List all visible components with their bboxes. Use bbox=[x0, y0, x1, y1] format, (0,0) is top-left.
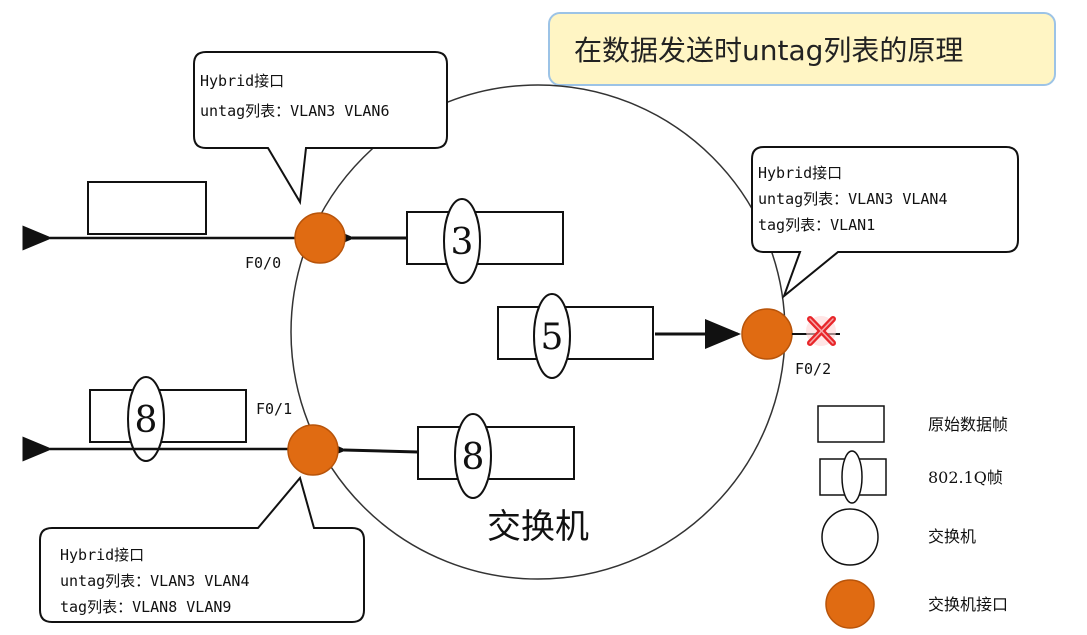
legend-port-swatch bbox=[825, 579, 875, 629]
arrow-in-f01 bbox=[310, 434, 419, 465]
diagram-title: 在数据发送时untag列表的原理 bbox=[548, 12, 1056, 86]
vlan-tag-3 bbox=[443, 198, 481, 284]
vlan-tag-5-label: 5 bbox=[541, 317, 564, 358]
legend-switch-label: 交换机 bbox=[928, 527, 976, 546]
callout-right-line2: untag列表：VLAN3 VLAN4 bbox=[758, 190, 948, 208]
blocked-x-icon bbox=[806, 316, 836, 346]
legend-port-label: 交换机接口 bbox=[928, 595, 1008, 614]
callout-bottom-left-line1: Hybrid接口 bbox=[60, 546, 144, 564]
tagged-frame-out-bottom bbox=[89, 389, 247, 443]
callout-bottom-left-line3: tag列表：VLAN8 VLAN9 bbox=[60, 598, 231, 616]
legend-raw-frame-label: 原始数据帧 bbox=[928, 415, 1008, 434]
legend-raw-frame-swatch bbox=[817, 405, 885, 443]
switch-label: 交换机 bbox=[487, 507, 589, 547]
legend-switch-swatch bbox=[821, 508, 879, 566]
vlan-tag-5 bbox=[533, 293, 571, 379]
vlan-tag-3-label: 3 bbox=[451, 222, 474, 263]
vlan-tag-8-in bbox=[454, 413, 492, 499]
callout-right-line1: Hybrid接口 bbox=[758, 164, 842, 182]
switch-port-f00 bbox=[294, 212, 346, 264]
port-label-f00: F0/0 bbox=[245, 254, 281, 272]
port-label-f01: F0/1 bbox=[256, 400, 292, 418]
callout-top-left-line1: Hybrid接口 bbox=[200, 72, 284, 90]
callout-bottom-left-line2: untag列表：VLAN3 VLAN4 bbox=[60, 572, 250, 590]
vlan-tag-8-out-label: 8 bbox=[135, 400, 158, 441]
port-label-f02: F0/2 bbox=[795, 360, 831, 378]
legend-tag-swatch bbox=[841, 450, 863, 504]
callout-top-left: Hybrid接口 untag列表：VLAN3 VLAN6 bbox=[193, 51, 448, 206]
tagged-frame-middle bbox=[497, 306, 654, 360]
switch-port-f01 bbox=[287, 424, 339, 476]
callout-bottom-left: Hybrid接口 untag列表：VLAN3 VLAN4 tag列表：VLAN8… bbox=[39, 475, 365, 623]
tagged-frame-in-bottom bbox=[417, 426, 575, 480]
vlan-tag-8-in-label: 8 bbox=[462, 437, 485, 478]
raw-frame-out-top bbox=[87, 181, 207, 235]
callout-right: Hybrid接口 untag列表：VLAN3 VLAN4 tag列表：VLAN1 bbox=[751, 146, 1019, 300]
vlan-tag-8-out bbox=[127, 376, 165, 462]
legend-tagged-frame-label: 802.1Q帧 bbox=[928, 468, 1003, 487]
callout-right-line3: tag列表：VLAN1 bbox=[758, 216, 875, 234]
tagged-frame-in-top bbox=[406, 211, 564, 265]
callout-top-left-line2: untag列表：VLAN3 VLAN6 bbox=[200, 102, 390, 120]
switch-port-f02 bbox=[741, 308, 793, 360]
legend: 原始数据帧 802.1Q帧 交换机 交换机接口 bbox=[817, 405, 1008, 629]
